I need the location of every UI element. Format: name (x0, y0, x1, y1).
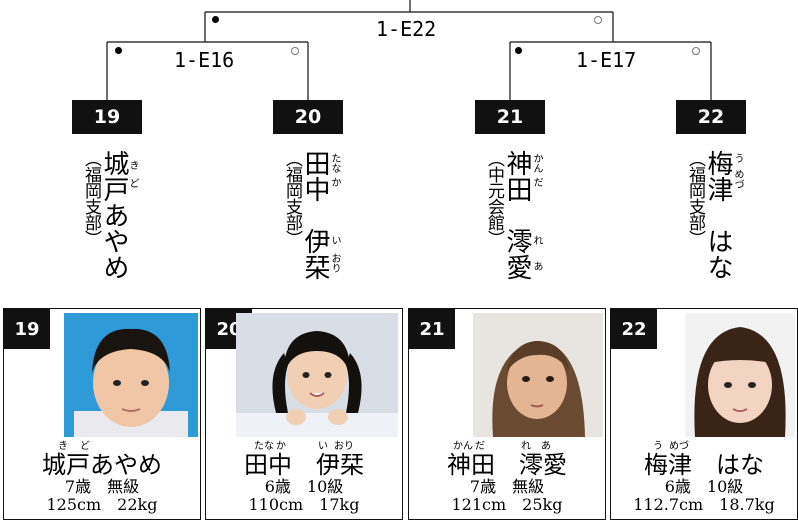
card-name: 梅津 はな (644, 451, 764, 479)
ruby: う (732, 153, 743, 163)
competitor-photo (685, 313, 795, 437)
winner-dot-icon (515, 47, 522, 54)
card-age-rank: 7歳 無級 (64, 477, 140, 496)
ruby: だ (531, 177, 542, 187)
affiliation-vertical: （福岡支部） (282, 150, 302, 246)
card-height-weight: 121cm 25kg (451, 495, 563, 514)
card-name: 城戸あやめ (42, 451, 162, 479)
card-age-rank: 6歳 10級 (264, 477, 344, 496)
card-age-rank: 6歳 10級 (664, 477, 744, 496)
ruby: か (329, 177, 340, 187)
ruby: めづ (669, 441, 689, 452)
ruby: かん (531, 153, 542, 173)
card-height-weight: 125cm 22kg (46, 495, 158, 514)
ruby: めづ (732, 169, 743, 189)
family-name: 城戸 (99, 150, 129, 202)
competitor-name-vertical: 神田澪愛 (502, 150, 532, 280)
ruby: う (653, 441, 663, 452)
ruby: かん (453, 441, 473, 452)
seed-number-box: 22 (676, 100, 746, 134)
competitor-card: 22 う めづ 梅津 はな 6歳 10級 112.7cm 18.7kg (610, 308, 798, 520)
family-name: 神田 (502, 150, 532, 202)
ruby: たな (329, 153, 340, 173)
open-circle-icon (594, 16, 602, 24)
ruby: き (127, 160, 138, 170)
ruby: だ (475, 441, 485, 452)
ruby: れ (531, 235, 542, 245)
ruby-family: きど (127, 160, 138, 188)
given-name: あやめ (99, 202, 129, 280)
card-name: 神田 澪愛 (447, 451, 567, 479)
ruby-given: れあ (531, 235, 542, 271)
card-age-rank: 7歳 無級 (469, 477, 545, 496)
ruby: い (329, 235, 340, 245)
match-label-right: 1-E17 (576, 48, 637, 72)
card-number-badge: 22 (611, 309, 657, 349)
competitor-name-vertical: 城戸あやめ (99, 150, 129, 280)
affiliation-vertical: （福岡支部） (685, 150, 705, 246)
match-label-top: 1-E22 (376, 17, 437, 41)
competitor-name-vertical: 田中伊栞 (300, 150, 330, 280)
seed-number-box: 21 (475, 100, 545, 134)
competitor-photo (473, 313, 603, 437)
ruby: あ (531, 261, 542, 271)
ruby: れ (521, 441, 531, 452)
family-name: 田中 (300, 150, 330, 202)
ruby-family: うめづ (732, 153, 743, 189)
winner-dot-icon (115, 47, 122, 54)
ruby: たな (254, 441, 274, 452)
ruby: ど (127, 178, 138, 188)
competitor-photo (236, 313, 398, 437)
given-name: 澪愛 (502, 228, 532, 280)
card-number-badge: 21 (409, 309, 455, 349)
card-height-weight: 112.7cm 18.7kg (633, 495, 775, 514)
ruby: き (58, 441, 68, 452)
ruby: おり (334, 441, 354, 452)
bracket-lines (106, 0, 712, 100)
ruby-family: かんだ (531, 153, 542, 187)
given-name: 伊栞 (300, 228, 330, 280)
competitor-card: 19 城戸あやめ き ど 7歳 無級 125cm 22kg (3, 308, 201, 520)
ruby: おり (329, 253, 340, 273)
ruby-given: いおり (329, 235, 340, 273)
given-name: はな (703, 228, 733, 280)
affiliation-vertical: （中元会館） (484, 150, 504, 246)
ruby: あ (541, 441, 551, 452)
competitor-name-vertical: 梅津はな (703, 150, 733, 280)
open-circle-icon (291, 47, 299, 55)
card-number-badge: 19 (4, 309, 50, 349)
competitor-card: 21 かん だ れ あ 神田 澪愛 7歳 無級 121cm 25kg (408, 308, 606, 520)
ruby: か (276, 441, 286, 452)
affiliation-vertical: （福岡支部） (81, 150, 101, 246)
seed-number-box: 19 (72, 100, 142, 134)
card-name: 田中 伊栞 (244, 451, 364, 479)
seed-number-box: 20 (273, 100, 343, 134)
card-height-weight: 110cm 17kg (248, 495, 360, 514)
winner-dot-icon (212, 16, 219, 23)
competitor-card: 20 たな か い おり 田中 伊栞 6歳 10級 110cm 17kg (205, 308, 403, 520)
open-circle-icon (692, 47, 700, 55)
ruby: ど (80, 441, 90, 452)
ruby-family: たなか (329, 153, 340, 187)
ruby: い (318, 441, 328, 452)
competitor-photo (64, 313, 198, 437)
match-label-left: 1-E16 (174, 48, 235, 72)
family-name: 梅津 (703, 150, 733, 202)
